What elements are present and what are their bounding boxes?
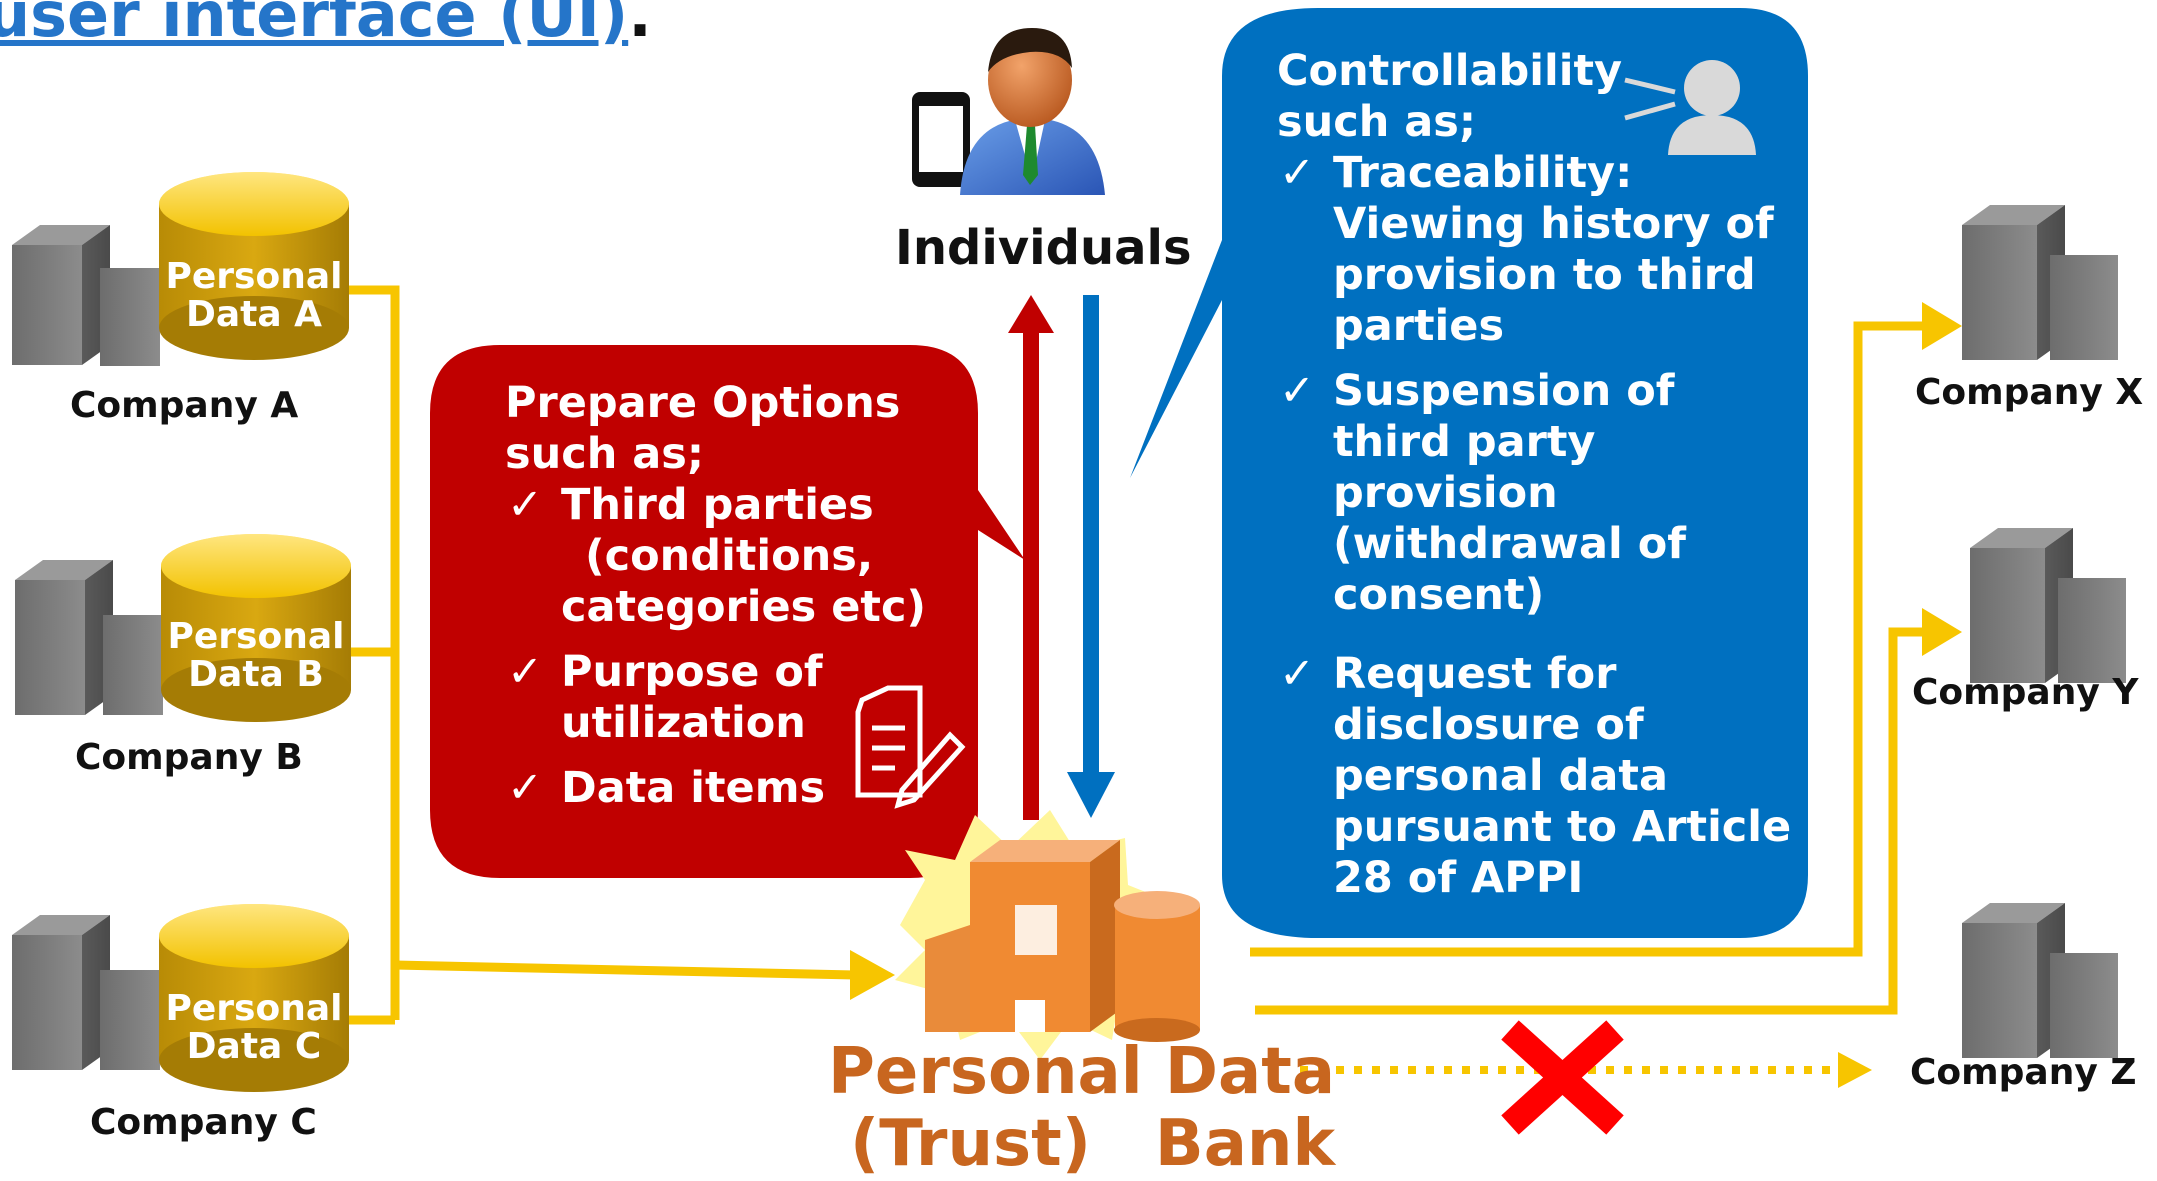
company-x-server-icon <box>1962 205 2118 360</box>
db-label-b: Personal Data B <box>161 618 351 694</box>
db-label-b-line2: Data B <box>188 654 324 695</box>
arrowhead-to-y <box>1922 608 1962 656</box>
bank-label-line1: Personal Data <box>828 1035 1335 1109</box>
company-b-label: Company B <box>75 737 303 778</box>
flow-line-to-bank <box>394 960 856 980</box>
controllability-bubble-shape <box>1130 8 1808 938</box>
options-heading-line1: Prepare Options <box>505 378 901 428</box>
db-label-c: Personal Data C <box>159 990 349 1066</box>
bank-building-icon <box>925 840 1200 1042</box>
inflow-lines <box>345 285 856 1025</box>
bank-label-line2: (Trust) Bank <box>850 1107 1336 1181</box>
control-item-line: consent) <box>1333 570 1545 620</box>
options-item-line: (conditions, <box>585 531 874 581</box>
control-item-line: Viewing history of <box>1333 199 1774 249</box>
control-item-line: third party <box>1333 417 1596 467</box>
options-item-data-items: ✓ Data items <box>505 763 945 814</box>
control-item-line: parties <box>1333 301 1505 351</box>
title-underlined: user interface (UI) <box>0 0 629 51</box>
edit-document-icon <box>855 685 966 809</box>
control-item-line: provision <box>1333 468 1558 518</box>
company-z-server-icon <box>1962 903 2118 1058</box>
control-heading-line1: Controllability <box>1277 46 1623 96</box>
options-item-line: Data items <box>561 763 826 813</box>
controllability-bubble: Controllability such as; ✓ Traceability:… <box>1277 46 1797 904</box>
check-icon: ✓ <box>507 763 544 813</box>
smartphone-icon <box>912 92 970 187</box>
control-item-line: Traceability: <box>1333 148 1633 198</box>
speaking-person-icon <box>1624 60 1756 155</box>
page-title: user interface (UI). <box>0 0 652 51</box>
control-heading-line2: such as; <box>1277 97 1477 147</box>
title-trail: . <box>628 0 652 51</box>
source-c-graphic <box>12 904 349 1092</box>
control-item-line: Request for <box>1333 649 1617 699</box>
control-item-line: Suspension of <box>1333 366 1675 416</box>
arrowhead-to-bank <box>850 950 895 1000</box>
check-icon: ✓ <box>507 480 544 530</box>
db-label-b-line1: Personal <box>167 616 345 657</box>
options-item-line: categories etc) <box>561 582 927 632</box>
source-b-graphic <box>15 534 351 722</box>
up-arrow-red <box>1008 295 1054 820</box>
db-label-a-line1: Personal <box>165 256 343 297</box>
company-z-label: Company Z <box>1910 1052 2137 1093</box>
control-item-line: provision to third <box>1333 250 1756 300</box>
source-a-graphic <box>12 172 349 366</box>
company-x-label: Company X <box>1915 372 2144 413</box>
control-item-line: 28 of APPI <box>1333 853 1584 903</box>
individuals-label: Individuals <box>895 220 1192 276</box>
control-item-traceability: ✓ Traceability: Viewing history of provi… <box>1277 148 1797 352</box>
flow-line-to-y <box>1255 627 1925 1015</box>
options-item-line: utilization <box>561 698 806 748</box>
db-label-c-line1: Personal <box>165 988 343 1029</box>
options-item-purpose: ✓ Purpose of utilization <box>505 647 945 749</box>
outflow-lines <box>1250 321 1925 1015</box>
control-item-line: pursuant to Article <box>1333 802 1792 852</box>
options-item-line: Third parties <box>561 480 874 530</box>
options-item-third-parties: ✓ Third parties (conditions, categories … <box>505 480 945 633</box>
options-bubble-shape <box>430 345 1025 878</box>
check-icon: ✓ <box>1279 148 1316 198</box>
flow-line-a <box>345 285 400 1020</box>
db-label-a-line2: Data A <box>185 294 323 335</box>
control-item-line: personal data <box>1333 751 1668 801</box>
options-bubble: Prepare Options such as; ✓ Third parties… <box>505 378 945 814</box>
down-arrow-blue <box>1067 295 1115 818</box>
check-icon: ✓ <box>507 647 544 697</box>
company-a-label: Company A <box>70 385 299 426</box>
company-y-server-icon <box>1970 528 2126 683</box>
arrowhead-to-z <box>1838 1052 1872 1088</box>
flow-line-to-x <box>1250 321 1925 957</box>
company-c-label: Company C <box>90 1102 317 1143</box>
options-heading-line2: such as; <box>505 429 705 479</box>
person-icon <box>960 28 1105 195</box>
blocked-cross-icon <box>1501 1020 1624 1135</box>
arrowhead-to-x <box>1922 302 1962 350</box>
company-y-label: Company Y <box>1912 672 2139 713</box>
control-item-suspension: ✓ Suspension of third party provision (w… <box>1277 366 1797 621</box>
check-icon: ✓ <box>1279 649 1316 699</box>
control-item-disclosure: ✓ Request for disclosure of personal dat… <box>1277 649 1797 904</box>
control-item-line: (withdrawal of <box>1333 519 1686 569</box>
db-label-c-line2: Data C <box>186 1026 322 1067</box>
db-label-a: Personal Data A <box>159 258 349 334</box>
control-item-line: disclosure of <box>1333 700 1644 750</box>
options-item-line: Purpose of <box>561 647 823 697</box>
check-icon: ✓ <box>1279 366 1316 416</box>
